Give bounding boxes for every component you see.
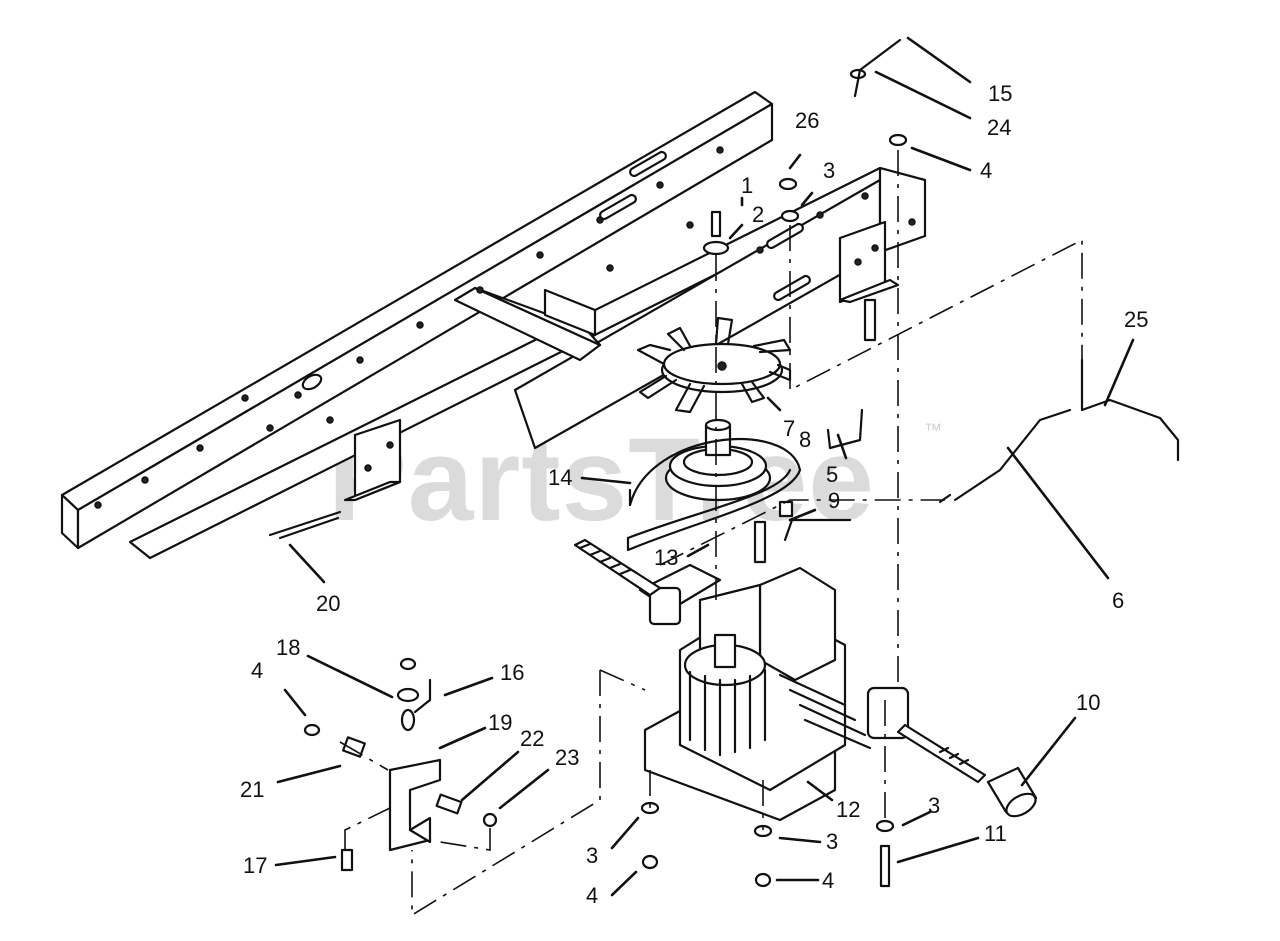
callout-25: 25 [1124, 307, 1148, 332]
callout-18: 18 [276, 635, 300, 660]
callout-3-top: 3 [823, 158, 835, 183]
callout-6: 6 [1112, 588, 1124, 613]
callout-1: 1 [741, 173, 753, 198]
callout-17: 17 [243, 853, 267, 878]
fasteners [268, 38, 908, 888]
trademark-symbol: ™ [924, 420, 942, 440]
callout-15: 15 [988, 81, 1012, 106]
callout-4-top: 4 [980, 158, 992, 183]
callout-14: 14 [548, 465, 572, 490]
watermark: PartsTree ™ [328, 414, 942, 546]
callout-5: 5 [826, 462, 838, 487]
callout-13: 13 [654, 545, 678, 570]
hub-spacer [986, 766, 1038, 818]
callout-3-center: 3 [826, 829, 838, 854]
callout-labels: 1 2 3 3 3 3 4 4 4 4 5 6 7 8 9 10 11 12 1… [240, 81, 1148, 908]
callout-11: 11 [984, 821, 1007, 846]
callout-3-left: 3 [586, 843, 598, 868]
callout-20: 20 [316, 591, 340, 616]
callout-4-center: 4 [822, 868, 834, 893]
callout-7: 7 [783, 416, 795, 441]
callout-8: 8 [799, 427, 811, 452]
callout-2: 2 [752, 202, 764, 227]
callout-12: 12 [836, 797, 860, 822]
callout-23: 23 [555, 745, 579, 770]
callout-4-bottom: 4 [586, 883, 598, 908]
shift-bracket-assembly [342, 678, 498, 852]
callout-24: 24 [987, 115, 1011, 140]
callout-22: 22 [520, 726, 544, 751]
frame-rails [60, 90, 927, 560]
transaxle-assembly [573, 538, 987, 822]
callout-9: 9 [828, 488, 840, 513]
callout-21: 21 [240, 777, 264, 802]
left-bracket [343, 418, 402, 502]
callout-4-left: 4 [251, 658, 263, 683]
cooling-fan [636, 316, 792, 414]
drive-belt [626, 438, 802, 552]
alignment-lines [339, 150, 1083, 917]
callout-19: 19 [488, 710, 512, 735]
callout-3-right: 3 [928, 793, 940, 818]
callout-26: 26 [795, 108, 819, 133]
drive-pulley [664, 418, 772, 502]
leader-lines [274, 36, 1135, 897]
callout-10: 10 [1076, 690, 1100, 715]
callout-16: 16 [500, 660, 524, 685]
right-bracket [838, 220, 900, 304]
